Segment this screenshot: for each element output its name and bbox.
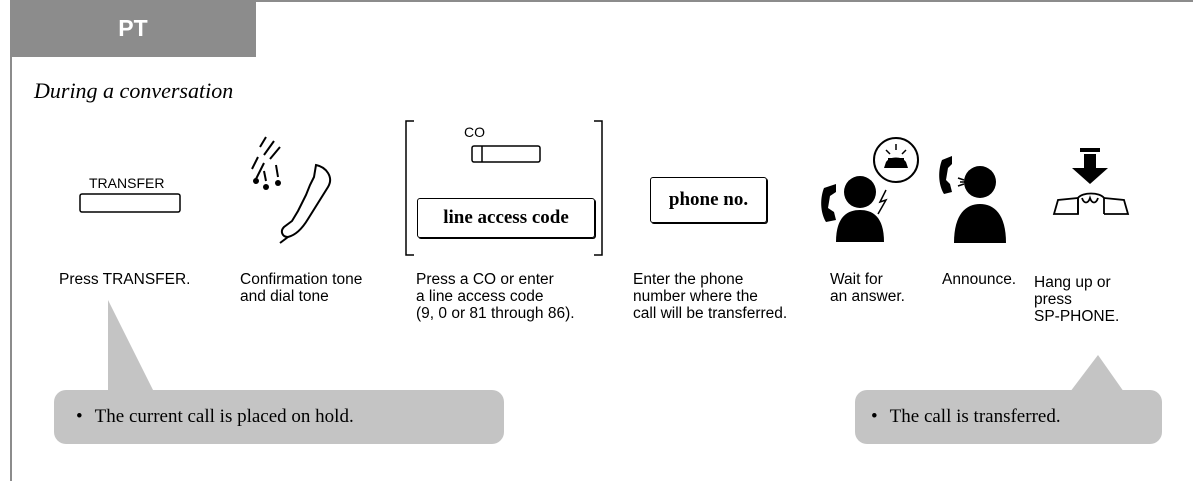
step-caption-hang-up: Hang up or press SP-PHONE. [1034, 274, 1120, 325]
step-caption-co: Press a CO or enter a line access code (… [416, 271, 575, 322]
step-caption-transfer: Press TRANSFER. [59, 271, 191, 288]
step-caption-phone-number: Enter the phone number where the call wi… [633, 271, 788, 322]
frame-top-border [10, 0, 1193, 2]
note-hold-text: The current call is placed on hold. [94, 406, 354, 427]
transfer-button-icon[interactable] [76, 192, 186, 216]
note-transferred: • The call is transferred. [855, 390, 1162, 444]
note-hold-bullet: • [76, 406, 83, 427]
co-button-icon[interactable] [470, 144, 544, 166]
line-access-code-box: line access code [417, 198, 595, 238]
transfer-button-label: TRANSFER [89, 175, 165, 191]
step-caption-wait: Wait for an answer. [830, 271, 905, 305]
co-label: CO [464, 124, 485, 140]
step-caption-announce: Announce. [942, 271, 1017, 288]
context-heading: During a conversation [34, 78, 234, 103]
co-bracket-icon [405, 120, 603, 256]
note-transferred-bullet: • [871, 406, 878, 427]
phone-number-box-icon: phone no. [650, 177, 767, 223]
step-caption-tone: Confirmation tone and dial tone [240, 271, 363, 305]
note-transferred-text: The call is transferred. [889, 406, 1061, 427]
person-ringing-icon [821, 137, 919, 242]
note-hold: • The current call is placed on hold. [54, 390, 504, 444]
hang-up-icon [1052, 148, 1130, 215]
frame-left-border [10, 0, 12, 481]
person-speaking-icon [939, 156, 1006, 243]
handset-tone-icon [251, 136, 332, 244]
pt-tab: PT [10, 0, 256, 57]
